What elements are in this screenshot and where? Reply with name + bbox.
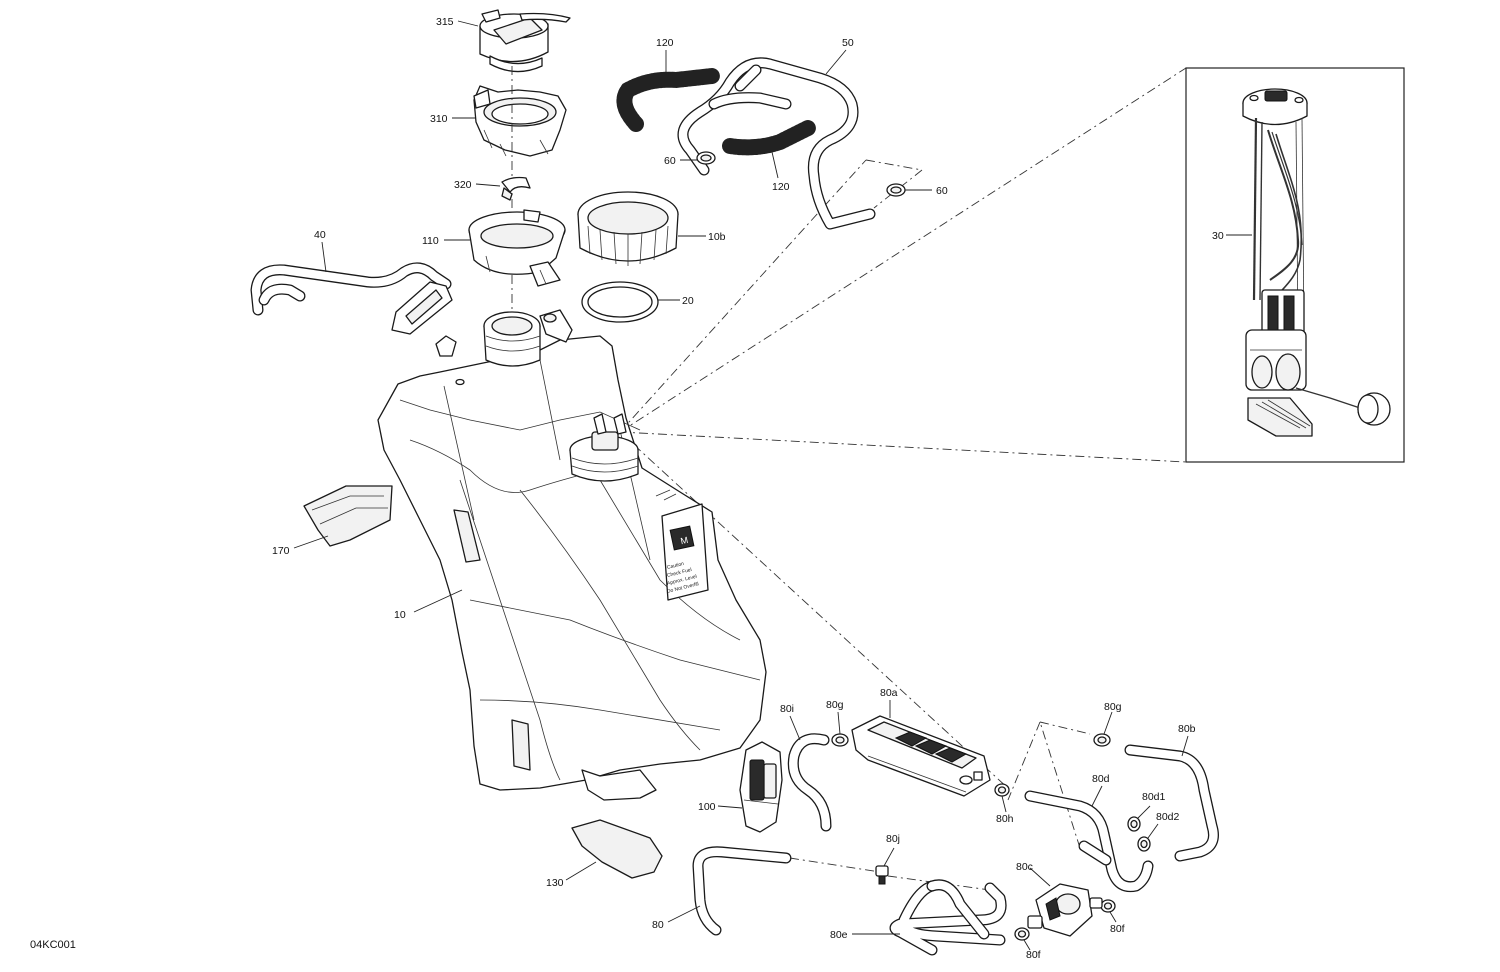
leader-80g-right — [1103, 711, 1113, 735]
callout-80g-left: 80g — [826, 699, 844, 711]
callout-315: 315 — [436, 16, 454, 28]
callout-120-top: 120 — [656, 37, 674, 49]
callout-80g-right: 80g — [1104, 701, 1122, 713]
callout-130: 130 — [546, 877, 564, 889]
callout-320: 320 — [454, 179, 472, 191]
hose-clamp-60-right — [886, 183, 906, 197]
leader-80c — [1029, 867, 1051, 887]
callout-80j: 80j — [886, 833, 900, 845]
callout-80a: 80a — [880, 687, 898, 699]
callout-30: 30 — [1212, 230, 1224, 242]
callout-80d1: 80d1 — [1142, 791, 1166, 803]
valve-100 — [739, 741, 783, 833]
callout-80e: 80e — [830, 929, 848, 941]
fuel-tank: M Caution Check Fuel Approx. Level Do No… — [377, 309, 767, 801]
purge-valve-80c — [1027, 883, 1103, 937]
leader-80f-right — [1109, 911, 1117, 923]
pump-gasket — [581, 281, 659, 323]
callout-80f-left: 80f — [1026, 949, 1041, 961]
leader-80i — [789, 715, 801, 741]
callout-80f-right: 80f — [1110, 923, 1125, 935]
callout-80d: 80d — [1092, 773, 1110, 785]
clamp-80h — [994, 783, 1010, 797]
callout-40: 40 — [314, 229, 326, 241]
retaining-clip — [501, 176, 531, 201]
leader-80d1 — [1137, 805, 1151, 819]
callout-60-right: 60 — [936, 185, 948, 197]
leader-120-lower — [771, 151, 779, 179]
vent-hose-40 — [250, 262, 453, 335]
filler-neck-adapter — [468, 209, 566, 287]
hose-80 — [692, 846, 792, 936]
leader-80 — [667, 905, 701, 923]
charcoal-canister-80a — [851, 715, 991, 797]
tank-label-line-1: Caution — [666, 561, 684, 571]
cap-support-ring — [473, 85, 567, 157]
fitting-80j — [875, 865, 889, 885]
leader-170 — [293, 535, 329, 549]
callout-110: 110 — [422, 235, 439, 247]
fuel-hose-50 — [677, 57, 876, 230]
leader-50 — [825, 49, 847, 75]
connector-80d2 — [1137, 836, 1151, 852]
leader-40 — [321, 241, 327, 273]
hose-clamp-60-left — [696, 151, 716, 165]
fuel-cap — [479, 9, 571, 73]
tank-brand-mark: M — [680, 535, 689, 546]
clamp-80g-right — [1093, 733, 1111, 747]
callout-80c: 80c — [1016, 861, 1033, 873]
callout-170: 170 — [272, 545, 290, 557]
leader-80d2 — [1147, 823, 1159, 839]
callout-20: 20 — [682, 295, 694, 307]
fuel-pump-module — [1242, 88, 1391, 437]
callout-50: 50 — [842, 37, 854, 49]
leader-130 — [565, 861, 597, 881]
callout-10b: 10b — [708, 231, 726, 243]
callout-60-left: 60 — [664, 155, 676, 167]
hose-80b — [1124, 744, 1219, 862]
tank-pad-130 — [571, 819, 663, 879]
leader-315 — [457, 20, 479, 27]
leader-80h — [1001, 795, 1007, 813]
pump-lock-ring — [577, 191, 679, 266]
leader-80d — [1091, 785, 1103, 807]
callout-80b: 80b — [1178, 723, 1196, 735]
callout-10: 10 — [394, 609, 406, 621]
callout-80h: 80h — [996, 813, 1014, 825]
leader-80g-left — [837, 711, 841, 735]
hose-80e — [889, 879, 1007, 956]
clamp-80f-left — [1014, 927, 1030, 941]
corrugated-hose-lower — [722, 120, 816, 156]
callout-310: 310 — [430, 113, 448, 125]
fuel-pump-inset: 30 — [1185, 67, 1405, 463]
leader-320 — [475, 183, 501, 187]
drawing-reference-code: 04KC001 — [30, 939, 76, 951]
clamp-80g-left — [831, 733, 849, 747]
hose-80d — [1024, 790, 1154, 893]
corrugated-hose-upper — [616, 68, 720, 132]
leader-80b — [1181, 735, 1189, 757]
tank-pad-170 — [303, 485, 393, 547]
callout-80i: 80i — [780, 703, 794, 715]
clamp-80f-right — [1100, 899, 1116, 913]
callout-80: 80 — [652, 919, 664, 931]
hose-80i — [787, 733, 832, 832]
tank-label-line-2: Check Fuel — [666, 567, 692, 579]
leader-100 — [717, 805, 743, 809]
leader-80j — [883, 847, 895, 867]
callout-80d2: 80d2 — [1156, 811, 1180, 823]
callout-120-lower: 120 — [772, 181, 790, 193]
leader-10 — [413, 589, 463, 613]
leader-80f-left — [1023, 939, 1031, 951]
connector-80d1 — [1127, 816, 1141, 832]
callout-100: 100 — [698, 801, 716, 813]
